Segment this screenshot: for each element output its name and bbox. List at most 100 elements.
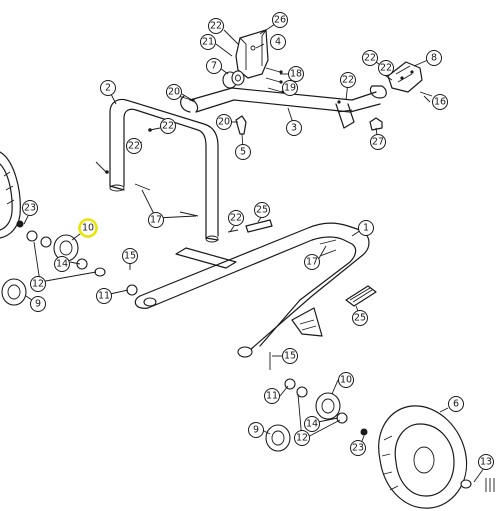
right-hub-assembly (265, 352, 368, 452)
callout-4: 4 (270, 34, 286, 50)
plate-part-25-upper (245, 219, 273, 233)
plate-part-25-right (345, 285, 377, 307)
callout-12: 12 (30, 276, 46, 292)
callout-12: 12 (294, 430, 310, 446)
svg-text:9: 9 (35, 299, 41, 310)
svg-text:15: 15 (284, 351, 296, 362)
callout-25: 25 (352, 310, 368, 326)
clip-part-5 (235, 115, 247, 135)
leader-lines (23, 21, 485, 483)
svg-text:15: 15 (124, 251, 136, 262)
callout-11: 11 (96, 288, 112, 304)
svg-text:22: 22 (162, 121, 174, 132)
svg-text:5: 5 (240, 147, 246, 158)
svg-text:3: 3 (291, 123, 297, 134)
svg-text:2: 2 (105, 83, 111, 94)
callout-22: 22 (126, 138, 142, 154)
svg-text:13: 13 (480, 457, 492, 468)
svg-text:14: 14 (306, 419, 318, 430)
svg-text:10: 10 (340, 375, 352, 386)
svg-text:20: 20 (168, 87, 180, 98)
svg-text:4: 4 (275, 37, 281, 48)
callout-27: 27 (370, 134, 386, 150)
callout-22: 22 (340, 72, 356, 88)
callout-20: 20 (166, 84, 182, 100)
svg-text:20: 20 (218, 117, 230, 128)
svg-text:10: 10 (82, 223, 94, 234)
callout-22: 22 (378, 60, 394, 76)
svg-text:14: 14 (56, 259, 68, 270)
svg-text:17: 17 (306, 257, 318, 268)
callout-11: 11 (264, 388, 280, 404)
callout-3: 3 (286, 120, 302, 136)
bracket-part-4 (235, 29, 269, 79)
callout-17: 17 (304, 254, 320, 270)
svg-text:26: 26 (274, 15, 286, 26)
svg-text:19: 19 (284, 83, 296, 94)
callout-19: 19 (282, 80, 298, 96)
svg-text:23: 23 (24, 203, 36, 214)
svg-text:22: 22 (230, 213, 242, 224)
svg-text:6: 6 (453, 399, 459, 410)
callout-26: 26 (272, 12, 288, 28)
svg-text:22: 22 (128, 141, 140, 152)
svg-text:17: 17 (150, 215, 162, 226)
callouts: 22 26 21 4 22 8 7 18 19 22 2 20 20 16 22… (22, 12, 494, 470)
callout-20: 20 (216, 114, 232, 130)
svg-text:1: 1 (363, 223, 369, 234)
callout-22: 22 (208, 18, 224, 34)
callout-21: 21 (200, 34, 216, 50)
svg-text:11: 11 (266, 391, 278, 402)
callout-10: 10 (338, 372, 354, 388)
svg-text:8: 8 (431, 53, 437, 64)
callout-6: 6 (448, 396, 464, 412)
callout-14: 14 (54, 256, 70, 272)
svg-text:11: 11 (98, 291, 110, 302)
callout-8: 8 (426, 50, 442, 66)
callout-14: 14 (304, 416, 320, 432)
callout-9: 9 (30, 296, 46, 312)
left-tire-edge (0, 151, 21, 239)
svg-text:25: 25 (256, 205, 268, 216)
svg-text:22: 22 (342, 75, 354, 86)
clip-part-27 (369, 117, 383, 131)
callout-15: 15 (282, 348, 298, 364)
svg-text:18: 18 (290, 69, 302, 80)
callout-23: 23 (22, 200, 38, 216)
svg-text:27: 27 (372, 137, 384, 148)
callout-1: 1 (358, 220, 374, 236)
callout-22: 22 (228, 210, 244, 226)
svg-text:12: 12 (296, 433, 308, 444)
wheel-part-6 (378, 405, 468, 509)
callout-25: 25 (254, 202, 270, 218)
small-parts-13 (460, 478, 495, 492)
svg-text:12: 12 (32, 279, 44, 290)
callout-22: 22 (362, 50, 378, 66)
bolts (129, 67, 433, 257)
svg-text:25: 25 (354, 313, 366, 324)
svg-text:7: 7 (211, 61, 217, 72)
callout-16: 16 (432, 94, 448, 110)
svg-text:22: 22 (210, 21, 222, 32)
svg-text:22: 22 (364, 53, 376, 64)
callout-5: 5 (235, 144, 251, 160)
callout-10-highlighted: 10 (78, 218, 98, 238)
callout-9: 9 (248, 422, 264, 438)
callout-13: 13 (478, 454, 494, 470)
svg-text:16: 16 (434, 97, 446, 108)
svg-text:9: 9 (253, 425, 259, 436)
svg-text:21: 21 (202, 37, 214, 48)
callout-7: 7 (206, 58, 222, 74)
callout-22: 22 (160, 118, 176, 134)
bracket-part-8 (387, 61, 423, 93)
callout-15: 15 (122, 248, 138, 264)
callout-2: 2 (100, 80, 116, 96)
callout-23: 23 (350, 440, 366, 456)
callout-17: 17 (148, 212, 164, 228)
roller-part-7 (222, 70, 245, 89)
svg-text:22: 22 (380, 63, 392, 74)
frame-part-1 (134, 222, 370, 358)
callout-18: 18 (288, 66, 304, 82)
svg-text:23: 23 (352, 443, 364, 454)
